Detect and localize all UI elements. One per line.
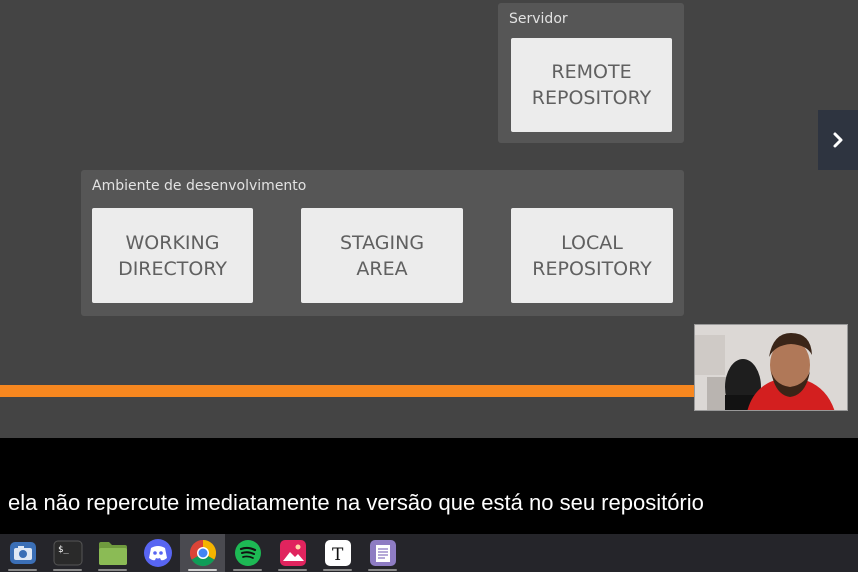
dev-panel-title: Ambiente de desenvolvimento [92,178,307,194]
spotify-icon [234,540,261,566]
svg-text:T: T [332,545,344,565]
orange-divider-bar [0,385,700,397]
chevron-right-icon [833,132,843,148]
taskbar-item-image-viewer[interactable] [270,534,315,572]
subtitle-area: ela não repercute imediatamente na versã… [0,438,858,534]
text-editor-icon [369,540,396,566]
files-icon [98,542,127,565]
server-panel-title: Servidor [509,11,568,27]
working-directory-box: WORKING DIRECTORY [92,208,253,303]
local-repository-box: LOCAL REPOSITORY [511,208,673,303]
presentation-slide: Servidor REMOTE REPOSITORY Ambiente de d… [0,0,858,438]
taskbar-item-screenshot[interactable] [0,534,45,572]
terminal-icon: $_ [53,540,82,566]
running-indicator [233,569,262,571]
remote-repository-box: REMOTE REPOSITORY [511,38,672,132]
dev-environment-panel: Ambiente de desenvolvimento WORKING DIRE… [81,170,684,316]
running-indicator [188,569,217,571]
next-slide-button[interactable] [818,110,858,170]
taskbar-item-files[interactable] [90,534,135,572]
taskbar-item-discord[interactable] [135,534,180,572]
taskbar-item-text-editor[interactable] [360,534,405,572]
subtitle-text: ela não repercute imediatamente na versã… [8,490,704,515]
running-indicator [53,569,82,571]
presenter-image [695,325,847,410]
image-viewer-icon [279,540,306,566]
taskbar-item-chrome[interactable] [180,534,225,572]
typora-icon: T [324,540,351,566]
staging-area-box: STAGING AREA [301,208,463,303]
webcam-overlay [694,324,848,411]
taskbar: $_ [0,534,858,572]
server-panel: Servidor REMOTE REPOSITORY [498,3,684,143]
running-indicator [323,569,352,571]
running-indicator [368,569,397,571]
running-indicator [278,569,307,571]
discord-icon [143,539,172,567]
running-indicator [8,569,37,571]
taskbar-item-spotify[interactable] [225,534,270,572]
taskbar-item-typora[interactable]: T [315,534,360,572]
chrome-icon [189,539,216,567]
svg-text:$_: $_ [58,545,69,555]
taskbar-item-terminal[interactable]: $_ [45,534,90,572]
screenshot-app-icon [9,542,36,564]
running-indicator [98,569,127,571]
